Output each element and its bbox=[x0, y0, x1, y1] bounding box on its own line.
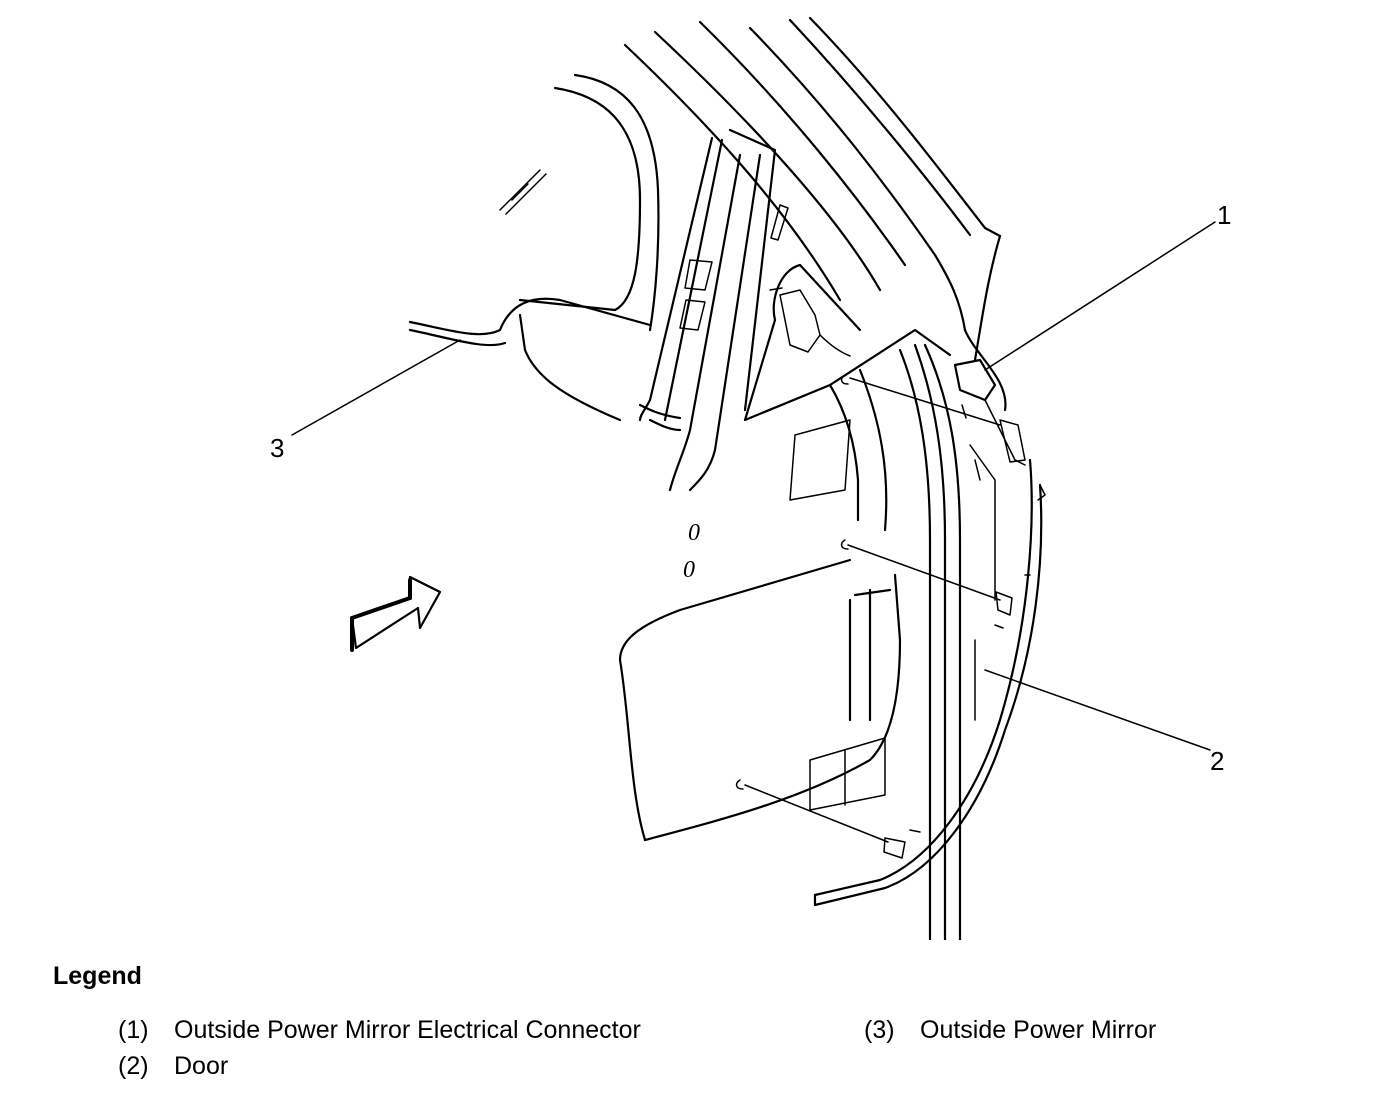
callout-1: 1 bbox=[1217, 200, 1231, 230]
legend-item-text: Outside Power Mirror Electrical Connecto… bbox=[174, 1016, 641, 1044]
window-glass bbox=[408, 73, 660, 422]
door-panel bbox=[618, 343, 1046, 940]
callout-3: 3 bbox=[270, 433, 284, 463]
legend-item-number: (2) bbox=[118, 1052, 149, 1080]
fastener-leaders bbox=[735, 374, 1013, 859]
door-frame-upper bbox=[623, 16, 1007, 412]
panel-mark: 0 bbox=[683, 557, 695, 583]
legend-item-text: Outside Power Mirror bbox=[920, 1016, 1157, 1044]
panel-mark: 0 bbox=[688, 520, 700, 546]
legend-item-text: Door bbox=[174, 1052, 229, 1080]
legend-item-3: (3) Outside Power Mirror bbox=[864, 1016, 1156, 1045]
legend-item-number: (3) bbox=[864, 1016, 895, 1044]
callout-leaders bbox=[291, 221, 1216, 751]
callout-2: 2 bbox=[1210, 746, 1224, 776]
legend-title: Legend bbox=[53, 962, 142, 990]
direction-arrow-icon bbox=[350, 575, 442, 652]
door-mirror-diagram: 1 2 3 0 0 bbox=[270, 16, 1231, 940]
window-channel bbox=[638, 128, 789, 492]
mirror-wiring-area bbox=[743, 263, 1026, 466]
legend-item-2: (2) Door bbox=[118, 1052, 228, 1081]
legend-item-number: (1) bbox=[118, 1016, 149, 1044]
legend-item-1: (1) Outside Power Mirror Electrical Conne… bbox=[118, 1016, 641, 1045]
